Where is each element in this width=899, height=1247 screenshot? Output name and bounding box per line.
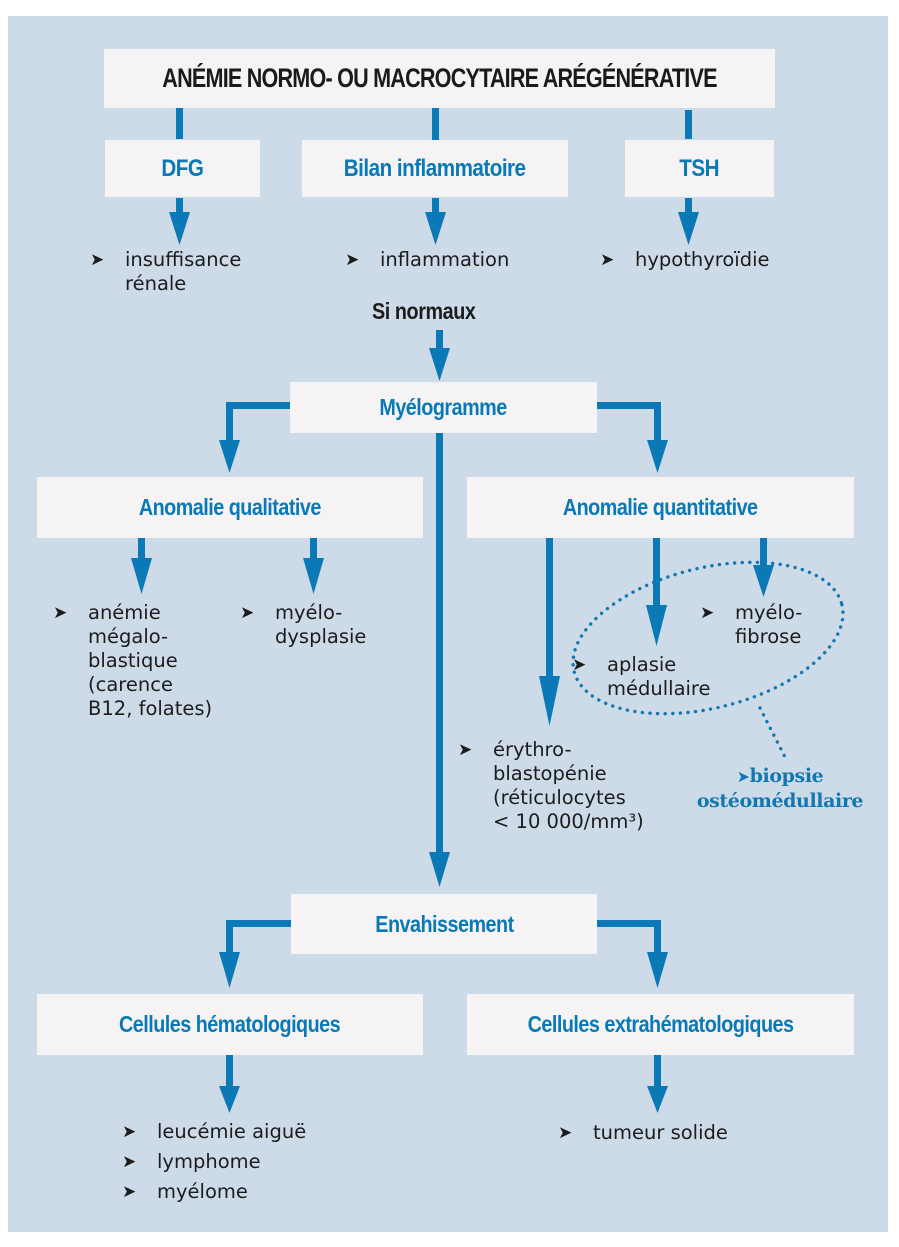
bullet-arrow-icon: ➤: [240, 603, 255, 623]
hematologic-cells-box: Cellules hématologiques: [37, 994, 423, 1055]
result-solid-tumor: ➤ tumeur solide: [558, 1121, 728, 1144]
invasion-box: Envahissement: [291, 894, 597, 954]
biopsy-note: ➤biopsie ostéomédullaire: [680, 764, 880, 813]
invasion-label: Envahissement: [374, 910, 514, 937]
bullet-arrow-icon: ➤: [122, 1122, 137, 1142]
qualitative-label: Anomalie qualitative: [138, 494, 322, 520]
arrow-qual-megaloblastic: [131, 538, 152, 594]
bullet-arrow-icon: ➤: [558, 1123, 573, 1143]
arrow-to-myelogramme: [429, 330, 450, 381]
result-erythroblastopenia: ➤ érythro- blastopénie (réticulocytes < …: [458, 738, 644, 833]
dotted-ellipse-biopsy-group: [571, 560, 845, 759]
result-medullary-aplasia: ➤ aplasie médullaire: [572, 653, 711, 700]
connector-title-dfg: [176, 108, 183, 139]
myelogram-box: Myélogramme: [290, 382, 597, 433]
result-inflammation: ➤ inflammation: [345, 248, 510, 271]
test-box-dfg: DFG: [105, 140, 260, 197]
result-megaloblastic-anemia: ➤ anémie mégalo- blastique (carence B12,…: [53, 601, 213, 720]
arrow-myelo-envahissement: [429, 433, 450, 887]
bullet-arrow-icon: ➤: [345, 250, 360, 270]
arrow-myelo-quantitative: [597, 402, 668, 473]
bullet-arrow-icon: ➤: [122, 1182, 137, 1202]
arrow-hematologic-results: [219, 1055, 240, 1113]
biopsy-label: biopsie ostéomédullaire: [696, 765, 864, 812]
bullet-arrow-icon: ➤: [458, 740, 473, 760]
qualitative-box: Anomalie qualitative: [37, 477, 423, 538]
test-label-tsh: TSH: [679, 154, 720, 182]
connector-title-tsh: [685, 110, 692, 139]
test-label-bilan: Bilan inflammatoire: [344, 154, 526, 182]
result-hypothyroidism: ➤ hypothyroïdie: [600, 248, 770, 271]
diagram-title: ANÉMIE NORMO- OU MACROCYTAIRE ARÉGÉNÉRAT…: [162, 63, 717, 93]
biopsy-arrow-icon: ➤: [736, 767, 750, 786]
result-myeloma: ➤ myélome: [122, 1180, 248, 1203]
test-label-dfg: DFG: [161, 154, 204, 182]
arrow-qual-myelodysplasia: [303, 538, 324, 594]
result-renal-failure: ➤ insuffisance rénale: [90, 248, 242, 295]
arrow-dfg-result: [169, 198, 190, 245]
extrahematologic-label: Cellules extrahématologiques: [527, 1011, 794, 1037]
result-acute-leukemia: ➤ leucémie aiguë: [122, 1120, 307, 1143]
test-box-bilan-inflammatoire: Bilan inflammatoire: [302, 140, 568, 197]
title-box: ANÉMIE NORMO- OU MACROCYTAIRE ARÉGÉNÉRAT…: [104, 49, 775, 108]
bullet-arrow-icon: ➤: [600, 250, 615, 270]
result-myelodysplasia: ➤ myélo- dysplasie: [240, 601, 367, 648]
bullet-arrow-icon: ➤: [53, 603, 68, 623]
bullet-arrow-icon: ➤: [122, 1152, 137, 1172]
dotted-leader-biopsy: [758, 706, 787, 759]
hematologic-label: Cellules hématologiques: [119, 1011, 341, 1037]
arrow-extrahematologic-results: [647, 1055, 668, 1113]
arrow-quant-aplasia: [646, 538, 667, 646]
arrow-quant-erythroblastopenia: [539, 538, 560, 726]
bullet-arrow-icon: ➤: [572, 655, 587, 675]
condition-label: Si normaux: [372, 298, 476, 324]
arrow-invasion-extrahematologic: [596, 920, 668, 988]
arrow-quant-myelofibrosis: [753, 538, 774, 597]
quantitative-box: Anomalie quantitative: [467, 477, 854, 538]
arrow-invasion-hematologic: [219, 920, 292, 988]
myelogram-label: Myélogramme: [379, 394, 508, 420]
arrow-myelo-qualitative: [219, 402, 291, 473]
bullet-arrow-icon: ➤: [90, 250, 105, 270]
quantitative-label: Anomalie quantitative: [563, 494, 758, 520]
result-myelofibrosis: ➤ myélo- fibrose: [700, 601, 803, 648]
arrow-bilan-result: [425, 198, 446, 245]
test-box-tsh: TSH: [625, 140, 774, 197]
bullet-arrow-icon: ➤: [700, 603, 715, 623]
extrahematologic-cells-box: Cellules extrahématologiques: [467, 994, 854, 1055]
connector-title-bilan: [432, 108, 439, 140]
arrow-tsh-result: [678, 198, 699, 245]
result-lymphoma: ➤ lymphome: [122, 1150, 261, 1173]
